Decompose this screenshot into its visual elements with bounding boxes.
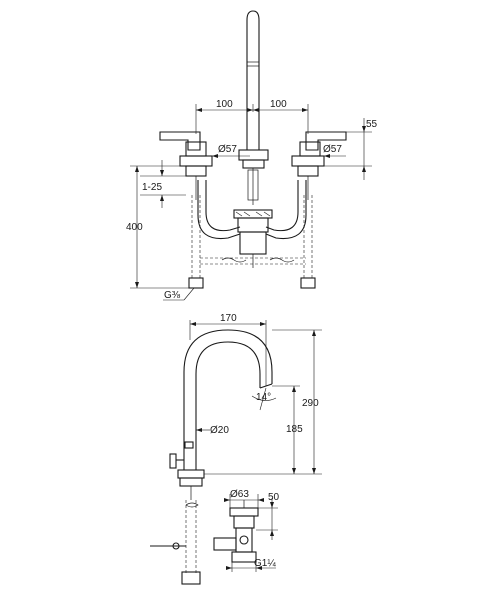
dim-outlet-height: [272, 385, 300, 474]
dim-height-label: 290: [302, 398, 319, 409]
dim-angle-label: 14°: [256, 392, 271, 403]
dim-right-spacing-label: 100: [270, 99, 287, 110]
dim-right-height-label: 55: [366, 119, 378, 130]
dim-total-height-label: 400: [126, 222, 143, 233]
center-rosette: [238, 149, 269, 205]
supply-hoses: [197, 180, 307, 240]
left-supply-pipe: [188, 195, 204, 289]
dim-right-rosette-label: Ø57: [323, 144, 342, 155]
dim-range: [140, 160, 186, 208]
dim-right-height: [324, 118, 372, 180]
dim-left-spacing-label: 100: [216, 99, 233, 110]
front-spout: [246, 10, 260, 150]
right-handle: [291, 131, 347, 200]
dim-reach-label: 170: [220, 313, 237, 324]
countertop-outline: [200, 257, 306, 265]
left-handle: [159, 131, 213, 200]
dim-thread: [163, 287, 195, 301]
dim-waste-diameter: [224, 494, 264, 508]
dim-outlet-height-label: 185: [286, 424, 303, 435]
dim-waste-thread: [226, 562, 276, 572]
dim-waste-height: [256, 498, 278, 540]
dim-spacing: [195, 104, 309, 134]
front-view: 100 100 55 Ø57 Ø57: [126, 10, 378, 301]
right-supply-pipe: [300, 195, 316, 289]
dim-range-label: 1-25: [142, 182, 162, 193]
dim-angle: [251, 387, 277, 411]
side-connection: [150, 500, 201, 585]
side-rosette: [177, 469, 205, 500]
dim-waste-height-label: 50: [268, 492, 280, 503]
dim-spout-diameter: [196, 428, 210, 432]
dim-waste-diameter-label: Ø63: [230, 489, 249, 500]
side-lever: [169, 453, 184, 469]
mixing-body: [233, 209, 273, 268]
dim-waste-thread-label: G1¼: [254, 557, 276, 569]
dim-left-rosette-label: Ø57: [218, 144, 237, 155]
dim-total-height: [130, 165, 189, 289]
dim-thread-label: G⅜: [164, 290, 181, 301]
dim-height: [204, 329, 322, 475]
dim-left-rosette: [212, 154, 250, 158]
dim-reach: [189, 320, 267, 386]
dim-right-rosette: [324, 154, 346, 158]
waste-drain: [213, 500, 259, 563]
dim-spout-diameter-label: Ø20: [210, 425, 229, 436]
side-view: 170 290 185 14° Ø20: [150, 313, 322, 585]
